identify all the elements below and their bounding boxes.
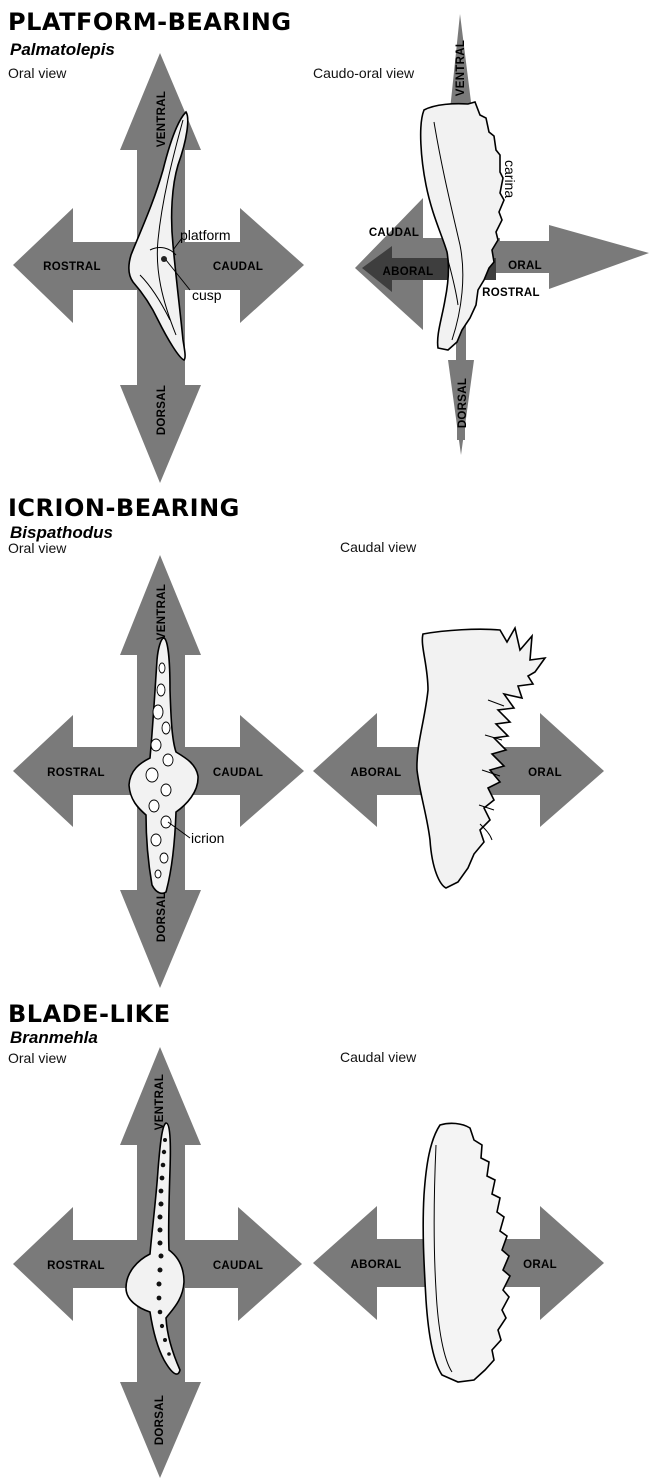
section-title: PLATFORM-BEARING [8,8,292,36]
dir-label-oral: ORAL [523,1259,557,1271]
dir-label-dorsal-right: DORSAL [457,378,469,428]
genus-name: Palmatolepis [10,40,115,59]
left-view-label: Oral view [8,540,67,556]
left-view-label: Oral view [8,65,67,81]
branmehla-caudal-element [423,1123,510,1382]
section-title: ICRION-BEARING [8,494,240,522]
dir-label-rostral: ROSTRAL [47,1260,105,1272]
right-view-label: Caudal view [340,1049,417,1065]
dir-label-dorsal: DORSAL [156,892,168,942]
dir-label-dorsal: DORSAL [154,1395,166,1445]
dir-label-aboral-right: ABORAL [383,266,434,278]
label-cusp: cusp [192,287,222,303]
section-platform-bearing: PLATFORM-BEARING Palmatolepis Oral view … [8,8,649,483]
dir-label-caudal: CAUDAL [213,767,263,779]
genus-name: Branmehla [10,1028,98,1047]
dir-label-caudal: CAUDAL [213,1260,263,1272]
left-view-label: Oral view [8,1050,67,1066]
dir-label-caudal: CAUDAL [213,261,263,273]
dir-label-dorsal: DORSAL [156,385,168,435]
dir-label-ventral: VENTRAL [156,91,168,147]
dir-label-oral: ORAL [528,767,562,779]
label-carina: carina [502,160,518,198]
dir-label-ventral: VENTRAL [156,584,168,640]
dir-label-rostral: ROSTRAL [43,261,101,273]
section-blade-like: BLADE-LIKE Branmehla Oral view Caudal vi… [8,1000,604,1478]
right-view-label: Caudal view [340,539,417,555]
dir-label-rostral-right: ROSTRAL [482,287,540,299]
dir-label-ventral-right: VENTRAL [455,40,467,96]
section-title: BLADE-LIKE [8,1000,171,1028]
right-view-label: Caudo-oral view [313,65,415,81]
label-platform: platform [180,227,231,243]
dir-label-oral-right: ORAL [508,260,542,272]
palmatolepis-caudo-oral-element [421,102,504,350]
dir-label-ventral: VENTRAL [154,1074,166,1130]
dir-label-aboral: ABORAL [351,1259,402,1271]
dir-label-aboral: ABORAL [351,767,402,779]
label-icrion: icrion [191,830,224,846]
section-icrion-bearing: ICRION-BEARING Bispathodus Oral view Cau… [8,494,604,988]
dir-label-caudal-right: CAUDAL [369,227,419,239]
dir-label-rostral: ROSTRAL [47,767,105,779]
